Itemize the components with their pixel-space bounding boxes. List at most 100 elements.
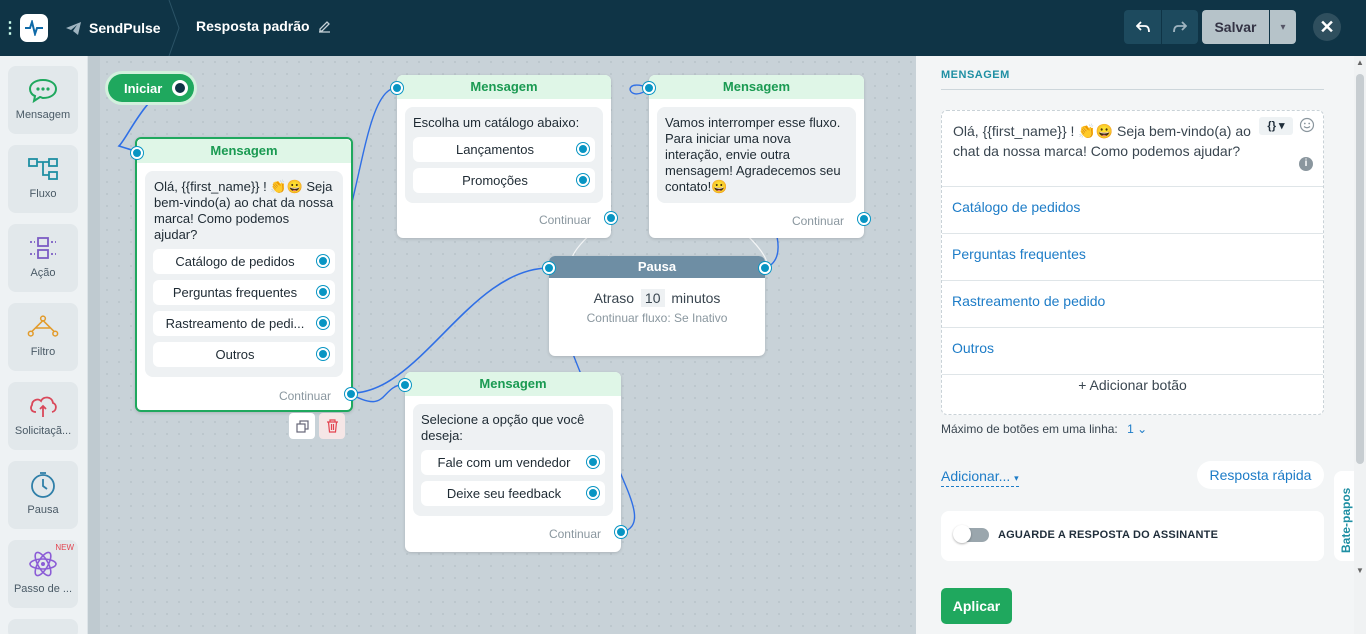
node-button-outros[interactable]: Outros: [153, 342, 335, 367]
input-port[interactable]: [399, 379, 411, 391]
flow-title[interactable]: Resposta padrão: [196, 18, 331, 34]
continue-output-port[interactable]: [345, 388, 357, 400]
message-textarea[interactable]: Olá, {{first_name}} ! 👏😀 Seja bem-vindo(…: [953, 123, 1251, 159]
quick-reply-button[interactable]: Resposta rápida: [1197, 461, 1324, 489]
chat-bubble-icon: [27, 75, 59, 105]
undo-button[interactable]: [1124, 10, 1161, 44]
node-button-catalogo[interactable]: Catálogo de pedidos: [153, 249, 335, 274]
button-output-port[interactable]: [577, 174, 589, 186]
max-buttons-select[interactable]: 1 ⌄: [1127, 422, 1147, 436]
node-button-label: Lançamentos: [455, 142, 535, 157]
node-button-rastreamento[interactable]: Rastreamento de pedi...: [153, 311, 335, 336]
sidebar-item-solicitacao[interactable]: Solicitaçã...: [8, 382, 78, 450]
button-output-port[interactable]: [317, 317, 329, 329]
scroll-down-icon[interactable]: ▼: [1356, 566, 1364, 575]
trash-icon: [326, 419, 338, 433]
continue-output-port[interactable]: [615, 526, 627, 538]
node-button-vendedor[interactable]: Fale com um vendedor: [421, 450, 605, 475]
cloud-request-icon: [27, 391, 59, 421]
sidebar-item-passo[interactable]: NEW Passo de ...: [8, 540, 78, 608]
panel-button-outros[interactable]: Outros: [942, 328, 1323, 375]
scroll-up-icon[interactable]: ▲: [1356, 58, 1364, 67]
save-options-dropdown[interactable]: ▾: [1270, 10, 1296, 44]
duplicate-button[interactable]: [289, 413, 315, 439]
add-content-dropdown[interactable]: Adicionar... ▾: [941, 468, 1019, 487]
sidebar-item-more[interactable]: [8, 619, 78, 634]
sidebar-item-pausa[interactable]: Pausa: [8, 461, 78, 529]
sidebar-item-fluxo[interactable]: Fluxo: [8, 145, 78, 213]
add-button[interactable]: + Adicionar botão: [1078, 377, 1187, 393]
close-button[interactable]: ✕: [1313, 13, 1341, 41]
node-message-text: Escolha um catálogo abaixo:: [413, 115, 580, 130]
delete-button[interactable]: [319, 413, 345, 439]
start-output-port[interactable]: [172, 80, 188, 96]
continue-label: Continuar: [791, 214, 844, 228]
node-button-feedback[interactable]: Deixe seu feedback: [421, 481, 605, 506]
button-output-port[interactable]: [317, 348, 329, 360]
node-button-label: Outros: [215, 347, 255, 362]
sidebar-item-mensagem[interactable]: Mensagem: [8, 66, 78, 134]
scrollbar-thumb[interactable]: [1356, 74, 1364, 464]
input-port[interactable]: [543, 262, 555, 274]
add-content-label: Adicionar...: [941, 468, 1011, 484]
button-output-port[interactable]: [587, 456, 599, 468]
sidebar-item-filtro[interactable]: Filtro: [8, 303, 78, 371]
flow-canvas[interactable]: Iniciar Mensagem Olá, {{first_name}} ! 👏…: [89, 56, 916, 634]
node-button-label: Deixe seu feedback: [446, 486, 562, 501]
node-message-body: Vamos interromper esse fluxo. Para inici…: [657, 107, 856, 203]
emoji-icon[interactable]: [1299, 117, 1315, 136]
node-button-perguntas[interactable]: Perguntas frequentes: [153, 280, 335, 305]
start-node[interactable]: Iniciar: [108, 74, 194, 102]
sidebar-item-label: Fluxo: [29, 188, 57, 200]
node-button-lancamentos[interactable]: Lançamentos: [413, 137, 595, 162]
divider: [942, 186, 1323, 187]
message-node-main[interactable]: Mensagem Olá, {{first_name}} ! 👏😀 Seja b…: [131, 137, 357, 412]
button-output-port[interactable]: [317, 286, 329, 298]
canvas-edge: [88, 56, 100, 634]
sidebar-item-label: Ação: [30, 267, 56, 279]
brand[interactable]: SendPulse: [66, 0, 175, 56]
edit-pencil-icon[interactable]: [318, 20, 331, 33]
node-title: Mensagem: [137, 139, 351, 163]
panel-button-rastreamento[interactable]: Rastreamento de pedido: [942, 281, 1323, 328]
sidebar-item-label: Mensagem: [15, 109, 71, 121]
button-output-port[interactable]: [587, 487, 599, 499]
pause-node[interactable]: Pausa Atraso 10 minutos Continuar fluxo:…: [543, 256, 771, 356]
continue-output-port[interactable]: [605, 212, 617, 224]
max-buttons-row: Máximo de botões em uma linha: 1 ⌄: [941, 422, 1147, 436]
message-node-catalog[interactable]: Mensagem Escolha um catálogo abaixo: Lan…: [391, 75, 617, 238]
save-button[interactable]: Salvar: [1202, 10, 1269, 44]
info-icon[interactable]: i: [1299, 157, 1313, 171]
message-node-interrupt[interactable]: Mensagem Vamos interromper esse fluxo. P…: [643, 75, 870, 238]
input-port[interactable]: [131, 147, 143, 159]
continue-label: Continuar: [548, 527, 601, 541]
input-port[interactable]: [391, 82, 403, 94]
sendpulse-logo[interactable]: [20, 14, 48, 42]
continue-output-port[interactable]: [858, 213, 870, 225]
properties-panel: MENSAGEM Olá, {{first_name}} ! 👏😀 Seja b…: [916, 56, 1366, 634]
node-button-promocoes[interactable]: Promoções: [413, 168, 595, 193]
panel-button-perguntas[interactable]: Perguntas frequentes: [942, 234, 1323, 281]
wait-response-toggle[interactable]: [953, 525, 989, 543]
sidebar-item-label: Solicitaçã...: [14, 425, 72, 437]
input-port[interactable]: [643, 82, 655, 94]
wait-response-label: AGUARDE A RESPOSTA DO ASSINANTE: [998, 529, 1219, 541]
action-icon: [27, 233, 59, 263]
undo-icon: [1135, 21, 1150, 33]
panel-button-catalogo[interactable]: Catálogo de pedidos: [942, 187, 1323, 234]
connection-main-to-options: [348, 383, 406, 403]
element-sidebar: Mensagem Fluxo Ação Filtro Solicitaçã...…: [0, 56, 88, 634]
sidebar-item-acao[interactable]: Ação: [8, 224, 78, 292]
chevron-down-icon: ▾: [1280, 21, 1286, 33]
breadcrumb-separator: [168, 0, 180, 56]
apply-button[interactable]: Aplicar: [941, 588, 1012, 624]
panel-scrollbar[interactable]: ▲ ▼: [1354, 56, 1366, 634]
button-output-port[interactable]: [577, 143, 589, 155]
message-node-options[interactable]: Mensagem Selecione a opção que você dese…: [399, 372, 627, 552]
output-port[interactable]: [759, 262, 771, 274]
apps-menu-icon[interactable]: ⋮: [2, 20, 18, 37]
variables-button[interactable]: {} ▾: [1259, 117, 1293, 135]
chats-tab-label: Bate-papos: [1339, 487, 1353, 553]
button-output-port[interactable]: [317, 255, 329, 267]
redo-button[interactable]: [1162, 10, 1198, 44]
